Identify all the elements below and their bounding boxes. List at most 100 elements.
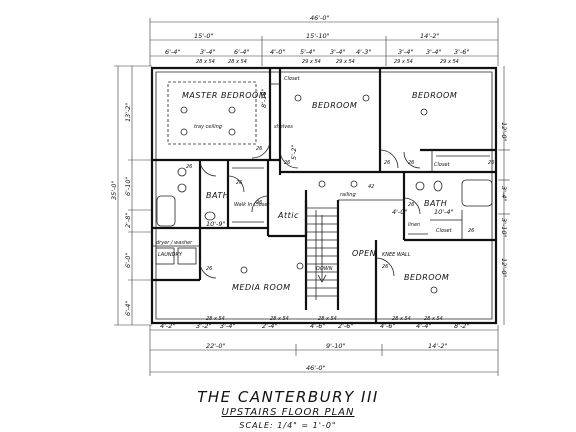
svg-text:5'-2": 5'-2" xyxy=(290,145,298,160)
label-linen: linen xyxy=(408,222,420,228)
svg-text:12'-0": 12'-0" xyxy=(500,122,508,142)
svg-text:26: 26 xyxy=(488,160,494,166)
label-closet-a: Closet xyxy=(284,76,301,82)
svg-text:3'-4": 3'-4" xyxy=(220,322,235,330)
interior-walls xyxy=(152,68,496,323)
room-labels: MASTER BEDROOM tray ceiling BEDROOM BEDR… xyxy=(156,76,457,292)
dim-bottom-seg-1: 22'-0" xyxy=(206,342,226,350)
label-open: OPEN xyxy=(352,249,376,258)
dim-top-sub-9: 3'-4" xyxy=(426,48,441,56)
label-shelf: shelves xyxy=(274,124,293,130)
svg-text:8'-10": 8'-10" xyxy=(260,88,268,108)
dim-top-seg-1: 15'-0" xyxy=(194,32,214,40)
dim-top-sub-10: 3'-6" xyxy=(454,48,469,56)
plan-title: THE CANTERBURY III xyxy=(197,388,379,406)
plan-subtitle: UPSTAIRS FLOOR PLAN xyxy=(221,407,355,418)
svg-text:8'-2": 8'-2" xyxy=(454,322,469,330)
label-dryer-washer: dryer / washer xyxy=(156,240,193,246)
label-attic: Attic xyxy=(277,211,299,220)
svg-text:6'-0": 6'-0" xyxy=(124,253,132,268)
svg-text:29 x 54: 29 x 54 xyxy=(440,59,459,65)
svg-text:28 x 54: 28 x 54 xyxy=(228,59,247,65)
svg-text:28 x 54: 28 x 54 xyxy=(270,316,289,322)
door-swings xyxy=(199,139,421,279)
dim-bottom-seg-3: 14'-2" xyxy=(428,342,448,350)
dim-top-sub-1: 6'-4" xyxy=(165,48,180,56)
svg-text:2'-6": 2'-6" xyxy=(338,322,353,330)
svg-text:4'-2": 4'-2" xyxy=(160,322,175,330)
label-bedroom-3: BEDROOM xyxy=(404,273,449,282)
dim-bottom-seg-2: 9'-10" xyxy=(326,342,346,350)
dim-top-sub-4: 4'-0" xyxy=(270,48,285,56)
svg-text:28 x 54: 28 x 54 xyxy=(196,59,215,65)
dim-overall-bottom: 46'-0" xyxy=(306,364,326,372)
svg-text:26: 26 xyxy=(236,180,242,186)
label-master-bedroom: MASTER BEDROOM xyxy=(182,91,266,100)
svg-text:42: 42 xyxy=(368,184,374,190)
label-laundry: LAUNDRY xyxy=(158,252,183,258)
label-bath-2: BATH xyxy=(424,199,447,208)
svg-text:26: 26 xyxy=(382,264,388,270)
svg-text:28 x 54: 28 x 54 xyxy=(424,316,443,322)
svg-text:26: 26 xyxy=(384,160,390,166)
svg-text:10'-4": 10'-4" xyxy=(434,208,454,216)
svg-text:3'-4": 3'-4" xyxy=(500,186,508,201)
dim-top-sub-2: 3'-4" xyxy=(200,48,215,56)
interior-dimensions: 8'-10" 5'-2" 10'-9" 4'-0" 10'-4" xyxy=(206,88,454,228)
label-bedroom-1: BEDROOM xyxy=(312,101,357,110)
stair-treads xyxy=(306,207,338,300)
label-railing: railing xyxy=(340,192,356,198)
top-dimensions: 46'-0" 15'-0" 15'-10" 14'-2" 6'-4" 3'-4"… xyxy=(149,14,499,66)
svg-text:12'-0": 12'-0" xyxy=(500,258,508,278)
svg-text:10'-9": 10'-9" xyxy=(206,220,226,228)
svg-text:4'-6": 4'-6" xyxy=(310,322,325,330)
label-knee-wall: KNEE WALL xyxy=(382,252,411,258)
svg-text:13'-2": 13'-2" xyxy=(124,102,132,122)
dim-top-sub-8: 3'-4" xyxy=(398,48,413,56)
bottom-window-notes: 28 x 54 28 x 54 28 x 54 28 x 54 28 x 54 xyxy=(206,316,443,322)
svg-text:26: 26 xyxy=(408,202,414,208)
svg-text:4'-4": 4'-4" xyxy=(416,322,431,330)
dim-top-sub-3: 6'-4" xyxy=(234,48,249,56)
label-bath-1: BATH xyxy=(206,191,229,200)
right-dimensions: 12'-0" 3'-4" 3'-10" 12'-0" xyxy=(498,66,510,325)
svg-text:29 x 54: 29 x 54 xyxy=(394,59,413,65)
svg-text:26: 26 xyxy=(256,146,262,152)
svg-text:2'-8": 2'-8" xyxy=(124,213,132,228)
dim-top-seg-2: 15'-10" xyxy=(306,32,330,40)
svg-text:26: 26 xyxy=(284,160,290,166)
label-tray-ceiling: tray ceiling xyxy=(194,124,222,130)
svg-text:26: 26 xyxy=(206,266,212,272)
dim-left-overall: 35'-0" xyxy=(110,180,118,200)
svg-text:28 x 54: 28 x 54 xyxy=(318,316,337,322)
svg-text:26: 26 xyxy=(186,164,192,170)
svg-text:6'-4": 6'-4" xyxy=(124,301,132,316)
svg-text:2'-4": 2'-4" xyxy=(262,322,277,330)
svg-text:29 x 54: 29 x 54 xyxy=(336,59,355,65)
svg-text:26: 26 xyxy=(468,228,474,234)
bottom-dimensions: 4'-2" 3'-2" 3'-4" 2'-4" 4'-6" 2'-6" 4'-6… xyxy=(149,322,499,376)
label-walk-in-closet: Walk In Closet xyxy=(234,202,270,208)
svg-text:29 x 54: 29 x 54 xyxy=(302,59,321,65)
svg-text:3'-2": 3'-2" xyxy=(196,322,211,330)
dim-top-seg-3: 14'-2" xyxy=(420,32,440,40)
door-size-notes: 26 26 26 26 26 26 26 26 26 26 26 26 42 xyxy=(186,146,494,272)
fixtures xyxy=(155,155,493,265)
left-dimensions: 35'-0" 13'-2" 6'-10" 2'-8" 6'-0" 6'-4" xyxy=(110,65,152,326)
dim-overall-top: 46'-0" xyxy=(310,14,330,22)
svg-text:28 x 54: 28 x 54 xyxy=(392,316,411,322)
light-fixtures xyxy=(180,94,438,294)
label-closet-b: Closet xyxy=(434,162,451,168)
plan-scale: SCALE: 1/4" = 1'-0" xyxy=(239,421,337,430)
dim-top-sub-6: 3'-4" xyxy=(330,48,345,56)
label-closet-c: Closet xyxy=(436,228,453,234)
label-bedroom-2: BEDROOM xyxy=(412,91,457,100)
dim-top-sub-7: 4'-3" xyxy=(356,48,371,56)
label-down: DOWN xyxy=(316,266,333,272)
label-media-room: MEDIA ROOM xyxy=(232,283,291,292)
svg-text:28 x 54: 28 x 54 xyxy=(206,316,225,322)
svg-text:4'-0": 4'-0" xyxy=(392,208,407,216)
svg-text:26: 26 xyxy=(408,160,414,166)
svg-text:26: 26 xyxy=(256,200,262,206)
